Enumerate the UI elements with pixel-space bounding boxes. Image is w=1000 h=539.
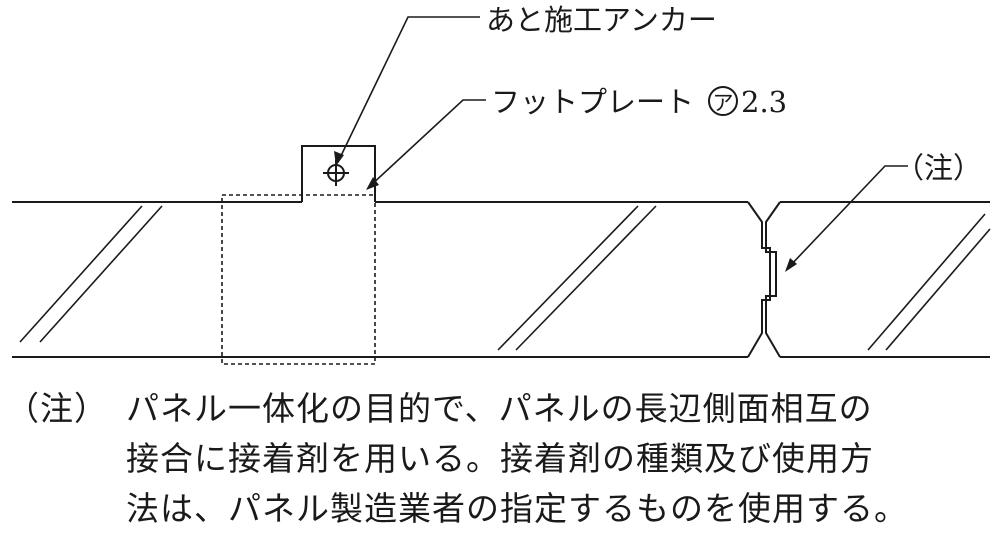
note-leader-arrowhead [785, 258, 797, 272]
foot-plate-mark: ア [713, 91, 734, 115]
foot-plate-leader-line [368, 99, 486, 188]
anchor-leader-arrowhead [334, 151, 344, 166]
anchor-leader-line [337, 16, 480, 163]
note-line-3: 法は、パネル製造業者の指定するものを使用する。 [126, 489, 908, 528]
foot-plate-label: フットプレート [491, 85, 694, 119]
joint-right-panel-end [765, 201, 781, 358]
note-marker: （注） [6, 389, 108, 428]
note-marker-label: （注） [895, 151, 982, 185]
foot-plate-hidden-outline [221, 194, 376, 365]
note-line-2: 接合に接着剤を用いる。接着剤の種類及び使用方 [126, 439, 874, 478]
foot-plate-mark-circle [708, 86, 738, 116]
note-line-1: パネル一体化の目的で、パネルの長辺側面相互の [126, 389, 873, 428]
panel-hatching [19, 205, 991, 351]
foot-plate [301, 145, 376, 202]
anchor-label: あと施工アンカー [486, 3, 717, 37]
foot-plate-thickness: 2.3 [741, 85, 787, 119]
panel-joint-diagram: あと施工アンカー フットプレート ア 2.3 （注） [12, 3, 991, 365]
note-leader-line [787, 165, 908, 269]
joint-left-panel-end [747, 201, 771, 358]
foot-plate-leader-arrowhead [366, 177, 379, 190]
